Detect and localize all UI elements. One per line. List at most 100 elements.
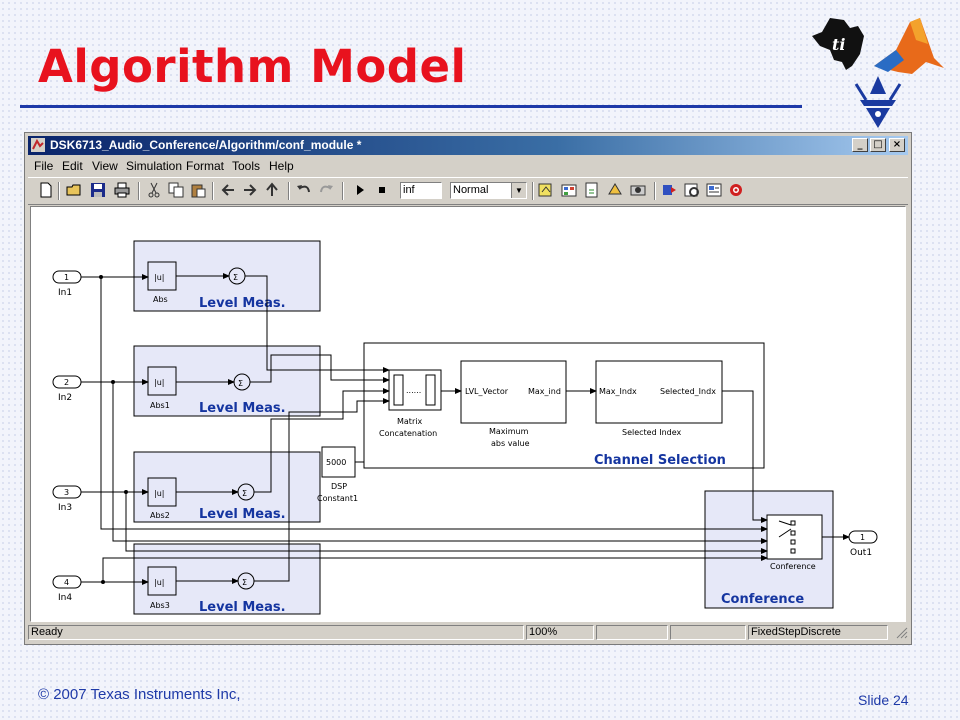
abs-block-name: Abs3 <box>150 601 170 610</box>
inport-name: In3 <box>58 503 72 513</box>
simulink-app-icon <box>31 138 45 152</box>
maximum-out-port: Max_ind <box>528 387 561 396</box>
toolbar-separator <box>138 182 140 200</box>
matrix-dots: ...... <box>406 386 421 395</box>
library-icon[interactable] <box>561 182 577 198</box>
status-empty <box>670 625 746 640</box>
matlab-logo-icon <box>874 18 944 74</box>
forward-icon[interactable] <box>242 182 258 198</box>
inport-number: 3 <box>64 488 69 497</box>
simulation-mode-select[interactable]: Normal ▼ <box>450 182 527 199</box>
toolbar-separator <box>654 182 656 200</box>
conference-label: Conference <box>721 592 804 607</box>
inport-number: 4 <box>64 578 69 587</box>
status-solver: FixedStepDiscrete <box>748 625 888 640</box>
paste-icon[interactable] <box>190 182 206 198</box>
slide-title: Algorithm Model <box>38 40 467 93</box>
undo-icon[interactable] <box>296 182 312 198</box>
menu-help[interactable]: Help <box>269 159 294 173</box>
resize-grip-icon[interactable] <box>896 627 908 639</box>
target-icon[interactable] <box>728 182 744 198</box>
up-icon[interactable] <box>264 182 280 198</box>
copy-icon[interactable] <box>168 182 184 198</box>
menubar: File Edit View Simulation Format Tools H… <box>28 157 908 175</box>
model-explorer-icon[interactable] <box>607 182 623 198</box>
sum-symbol: Σ <box>242 489 247 498</box>
menu-file[interactable]: File <box>34 159 54 173</box>
footer-copyright: © 2007 Texas Instruments Inc, <box>38 686 241 703</box>
toolbar-separator <box>342 182 344 200</box>
run-icon[interactable] <box>352 182 368 198</box>
channel-selection-label: Channel Selection <box>594 453 726 468</box>
inport-name: In1 <box>58 288 72 298</box>
ti-logo-icon: ti <box>812 18 864 70</box>
back-icon[interactable] <box>220 182 236 198</box>
menu-view[interactable]: View <box>92 159 118 173</box>
maximize-button[interactable]: □ <box>870 138 886 152</box>
abs-symbol: |u| <box>154 273 164 282</box>
dsp-constant-label: Constant1 <box>317 494 358 503</box>
window-titlebar[interactable]: DSK6713_Audio_Conference/Algorithm/conf_… <box>28 136 908 155</box>
maximum-label: Maximum <box>489 427 529 436</box>
level-meas-label: Level Meas. <box>199 401 286 416</box>
profile-icon[interactable] <box>662 182 678 198</box>
selected-index-in-port: Max_Indx <box>599 387 637 396</box>
debug-icon[interactable] <box>630 182 646 198</box>
outport-name: Out1 <box>850 548 872 558</box>
doc-icon[interactable] <box>706 182 722 198</box>
level-meas-label: Level Meas. <box>199 600 286 615</box>
print-icon[interactable] <box>114 182 130 198</box>
menu-simulation[interactable]: Simulation <box>126 159 183 173</box>
status-ready: Ready <box>28 625 524 640</box>
matrix-concat-label: Matrix <box>397 417 422 426</box>
title-rule <box>20 105 802 108</box>
properties-icon[interactable] <box>684 182 700 198</box>
outport-number: 1 <box>860 533 865 542</box>
level-meas-label: Level Meas. <box>199 296 286 311</box>
menu-tools[interactable]: Tools <box>232 159 261 173</box>
window-title: DSK6713_Audio_Conference/Algorithm/conf_… <box>50 138 362 152</box>
inport-number: 2 <box>64 378 69 387</box>
inport-name: In4 <box>58 593 72 603</box>
maximum-in-port: LVL_Vector <box>465 387 509 396</box>
build-icon[interactable] <box>538 182 554 198</box>
level-meas-label: Level Meas. <box>199 507 286 522</box>
redo-icon[interactable] <box>318 182 334 198</box>
toolbar: inf Normal ▼ <box>28 177 908 205</box>
abs-block-name: Abs <box>153 295 168 304</box>
menu-edit[interactable]: Edit <box>62 159 83 173</box>
new-icon[interactable] <box>38 182 54 198</box>
toolbar-separator <box>288 182 290 200</box>
simulink-window: DSK6713_Audio_Conference/Algorithm/conf_… <box>24 132 912 645</box>
stop-icon[interactable] <box>374 182 390 198</box>
toolbar-separator <box>532 182 534 200</box>
dsp-constant-label: DSP <box>331 482 347 491</box>
stop-time-input[interactable]: inf <box>400 182 442 199</box>
chevron-down-icon[interactable]: ▼ <box>511 183 526 198</box>
update-icon[interactable] <box>584 182 600 198</box>
dsp-constant-value: 5000 <box>326 458 346 467</box>
svg-text:ti: ti <box>832 35 845 54</box>
model-canvas[interactable]: |u| |u| |u| |u| Abs Abs1 Abs2 Abs3 Σ Σ Σ… <box>30 206 906 622</box>
abs-symbol: |u| <box>154 578 164 587</box>
status-zoom: 100% <box>526 625 594 640</box>
status-empty <box>596 625 668 640</box>
toolbar-separator <box>212 182 214 200</box>
sum-symbol: Σ <box>233 273 238 282</box>
minimize-button[interactable]: _ <box>852 138 868 152</box>
logos: ti <box>812 18 944 128</box>
selected-index-out-port: Selected_Indx <box>660 387 716 396</box>
selected-index-block <box>595 360 723 424</box>
conference-inner-label: Conference <box>770 562 816 571</box>
block-diagram: |u| |u| |u| |u| Abs Abs1 Abs2 Abs3 Σ Σ Σ… <box>52 240 878 615</box>
sum-symbol: Σ <box>242 578 247 587</box>
cut-icon[interactable] <box>146 182 162 198</box>
save-icon[interactable] <box>90 182 106 198</box>
menu-format[interactable]: Format <box>186 159 225 173</box>
close-button[interactable]: × <box>889 138 905 152</box>
abs-block-name: Abs1 <box>150 401 170 410</box>
simulation-mode-value: Normal <box>453 184 489 196</box>
open-icon[interactable] <box>66 182 82 198</box>
abs-symbol: |u| <box>154 378 164 387</box>
selected-index-label: Selected Index <box>622 428 682 437</box>
